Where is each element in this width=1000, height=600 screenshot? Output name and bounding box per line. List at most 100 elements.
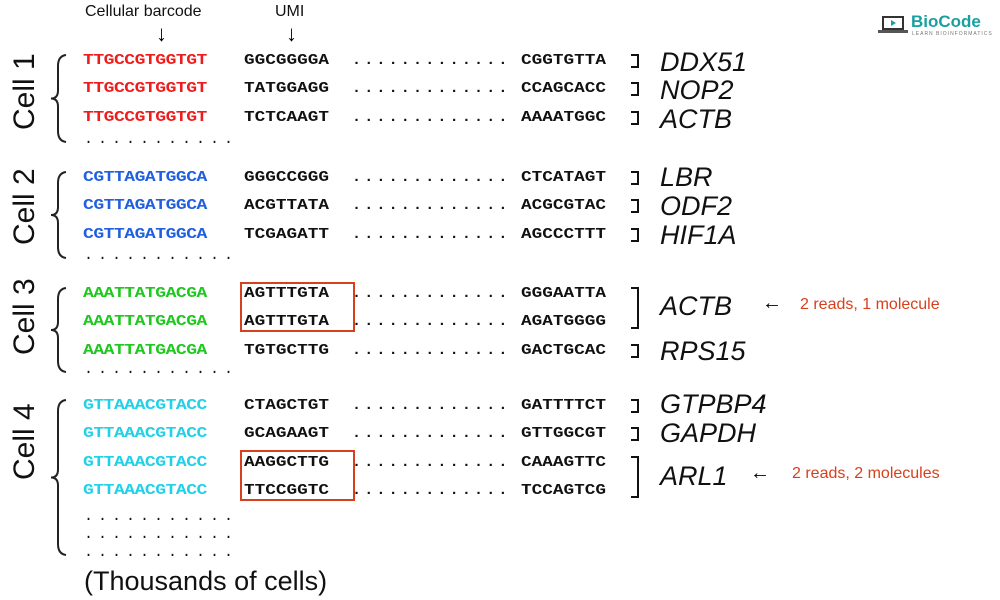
read-end-sequence: AGCCCTTT <box>521 226 606 243</box>
read-end-sequence: GACTGCAC <box>521 342 606 359</box>
cell-barcode: GTTAAACGTACC <box>83 425 207 442</box>
cell4-note: 2 reads, 2 molecules <box>792 465 940 482</box>
gene-name: RPS15 <box>660 336 746 366</box>
read-end-sequence: CAAAGTTC <box>521 454 606 471</box>
gene-bracket <box>631 399 639 413</box>
left-arrow-icon: ← <box>762 292 782 314</box>
gene-name: ODF2 <box>660 191 733 221</box>
gene-bracket <box>631 54 639 68</box>
cell-barcode: GTTAAACGTACC <box>83 454 207 471</box>
cell-label: Cell 1 <box>8 53 41 130</box>
cell-brace <box>48 287 68 373</box>
read-end-sequence: CCAGCACC <box>521 80 606 97</box>
cell-label: Cell 3 <box>8 278 41 355</box>
umi-sequence: TTCCGGTC <box>244 482 329 499</box>
more-reads-ellipsis: ........... <box>84 247 239 264</box>
read-end-sequence: TCCAGTCG <box>521 482 606 499</box>
cell-barcode: AAATTATGACGA <box>83 285 207 302</box>
sequence-gap: ............. <box>352 313 511 330</box>
umi-sequence: GCAGAAGT <box>244 425 329 442</box>
gene-name: HIF1A <box>660 220 737 250</box>
read-end-sequence: GTTGGCGT <box>521 425 606 442</box>
sequence-gap: ............. <box>352 169 511 186</box>
cell3-note: 2 reads, 1 molecule <box>800 296 940 313</box>
cell-brace <box>48 54 68 143</box>
cell-barcode: TTGCCGTGGTGT <box>83 109 207 126</box>
more-reads-ellipsis: ........... <box>84 361 239 378</box>
gene-name: NOP2 <box>660 75 734 105</box>
gene-name: GTPBP4 <box>660 389 767 419</box>
down-arrow-icon: ↓ <box>286 21 297 46</box>
sequence-gap: ............. <box>352 425 511 442</box>
gene-name: GAPDH <box>660 418 757 448</box>
umi-sequence: TCTCAAGT <box>244 109 329 126</box>
down-arrow-icon: ↓ <box>156 21 167 46</box>
umi-sequence: GGGCCGGG <box>244 169 329 186</box>
umi-sequence: CTAGCTGT <box>244 397 329 414</box>
left-arrow-icon: ← <box>750 462 770 484</box>
gene-name: ACTB <box>660 291 733 321</box>
laptop-icon <box>878 16 908 33</box>
cell-barcode: TTGCCGTGGTGT <box>83 52 207 69</box>
umi-sequence: AAGGCTTG <box>244 454 329 471</box>
more-reads-ellipsis: ........... <box>84 544 239 561</box>
cell-barcode: CGTTAGATGGCA <box>83 226 207 243</box>
gene-bracket <box>631 287 639 329</box>
gene-bracket <box>631 427 639 441</box>
gene-bracket <box>631 82 639 96</box>
read-end-sequence: AGATGGGG <box>521 313 606 330</box>
cell-label: Cell 2 <box>8 168 41 245</box>
cell-barcode: CGTTAGATGGCA <box>83 169 207 186</box>
umi-sequence: TATGGAGG <box>244 80 329 97</box>
sequence-gap: ............. <box>352 285 511 302</box>
logo-name: BioCode <box>911 12 981 31</box>
barcode-label: Cellular barcode <box>85 3 202 20</box>
sequence-gap: ............. <box>352 482 511 499</box>
sequence-gap: ............. <box>352 80 511 97</box>
sequence-gap: ............. <box>352 397 511 414</box>
gene-name: DDX51 <box>660 47 748 77</box>
read-end-sequence: GGGAATTA <box>521 285 606 302</box>
umi-sequence: TGTGCTTG <box>244 342 329 359</box>
cell-brace <box>48 171 68 259</box>
umi-sequence: TCGAGATT <box>244 226 329 243</box>
sequence-gap: ............. <box>352 454 511 471</box>
umi-sequence: AGTTTGTA <box>244 313 329 330</box>
duplicate-umi-highlight <box>240 282 355 332</box>
sequence-gap: ............. <box>352 109 511 126</box>
gene-bracket <box>631 199 639 213</box>
read-end-sequence: CTCATAGT <box>521 169 606 186</box>
more-reads-ellipsis: ........... <box>84 131 239 148</box>
sequence-gap: ............. <box>352 342 511 359</box>
cell-barcode: GTTAAACGTACC <box>83 397 207 414</box>
cell-brace <box>48 399 68 556</box>
logo-tagline: LEARN BIOINFORMATICS <box>912 31 993 37</box>
umi-sequence: ACGTTATA <box>244 197 329 214</box>
umi-sequence: AGTTTGTA <box>244 285 329 302</box>
cell-label: Cell 4 <box>8 403 41 480</box>
read-end-sequence: GATTTTCT <box>521 397 606 414</box>
more-reads-ellipsis: ........... <box>84 508 239 525</box>
cell-barcode: AAATTATGACGA <box>83 342 207 359</box>
more-reads-ellipsis: ........... <box>84 526 239 543</box>
umi-sequence: GGCGGGGA <box>244 52 329 69</box>
gene-bracket <box>631 171 639 185</box>
gene-name: ACTB <box>660 104 733 134</box>
read-end-sequence: ACGCGTAC <box>521 197 606 214</box>
gene-name: ARL1 <box>660 461 728 491</box>
gene-bracket <box>631 228 639 242</box>
umi-label: UMI <box>275 3 305 20</box>
cell-barcode: TTGCCGTGGTGT <box>83 80 207 97</box>
sequence-gap: ............. <box>352 226 511 243</box>
gene-bracket <box>631 344 639 358</box>
gene-bracket <box>631 111 639 125</box>
gene-bracket <box>631 456 639 498</box>
sequence-gap: ............. <box>352 52 511 69</box>
distinct-umi-highlight <box>240 450 355 501</box>
read-end-sequence: AAAATGGC <box>521 109 606 126</box>
cell-barcode: AAATTATGACGA <box>83 313 207 330</box>
cell-barcode: GTTAAACGTACC <box>83 482 207 499</box>
gene-name: LBR <box>660 162 713 192</box>
